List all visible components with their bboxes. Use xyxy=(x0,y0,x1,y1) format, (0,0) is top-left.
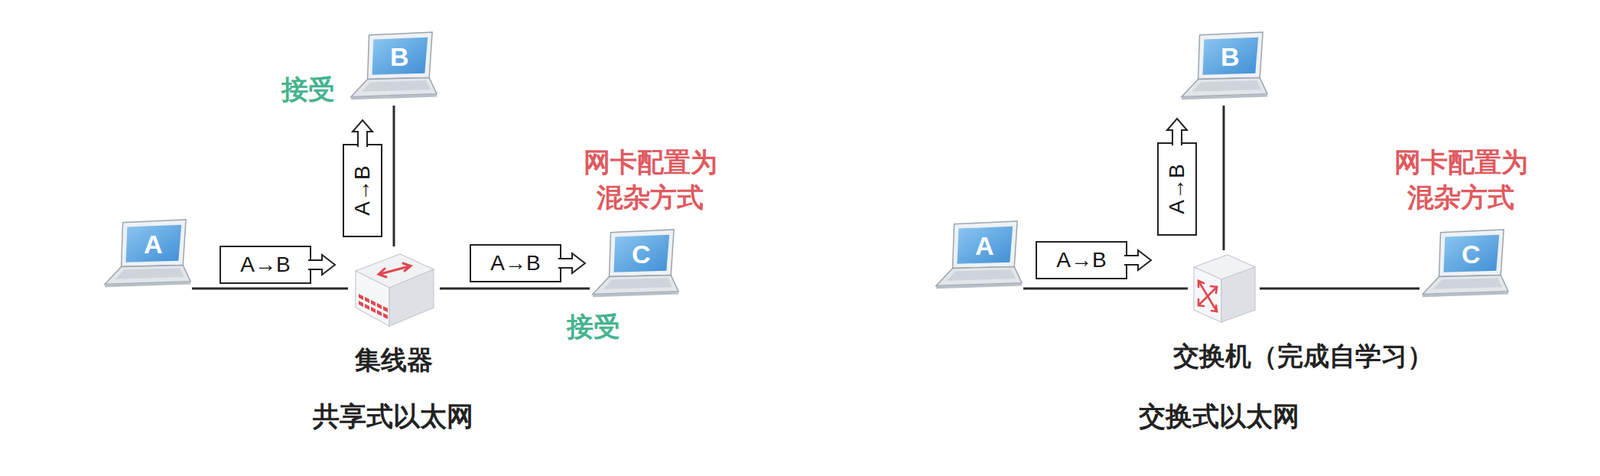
network-caption: 共享式以太网 xyxy=(312,398,474,434)
packet-text: A→B xyxy=(240,253,290,277)
frame-packet: A→B xyxy=(1035,240,1128,280)
frame-packet: A→B xyxy=(219,245,312,284)
device-label: 交换机（完成自学习） xyxy=(1173,340,1434,372)
laptop-node: B xyxy=(347,32,439,106)
network-cable xyxy=(1023,287,1188,290)
host-letter: A xyxy=(143,230,163,257)
frame-packet: A→B xyxy=(1157,142,1197,236)
network-cable xyxy=(439,287,590,290)
frame-packet: A→B xyxy=(342,143,383,238)
receive-label: 接受 xyxy=(281,71,335,108)
hub-icon xyxy=(347,246,440,331)
network-cable xyxy=(1259,287,1420,290)
laptop-node: B xyxy=(1178,32,1269,106)
packet-arrow-outline xyxy=(352,120,373,147)
promiscuous-note: 网卡配置为 混杂方式 xyxy=(1388,144,1534,215)
packet-arrow xyxy=(344,119,381,146)
host-letter: B xyxy=(390,43,410,70)
packet-arrow-outline xyxy=(308,254,335,275)
packet-arrow xyxy=(1158,117,1196,144)
host-letter: C xyxy=(631,240,651,267)
device-label: 集线器 xyxy=(354,344,433,376)
packet-arrow xyxy=(559,245,586,281)
hub-node: 集线器 xyxy=(347,246,440,331)
network-cable xyxy=(393,105,396,247)
packet-arrow-outline xyxy=(1124,250,1152,270)
promiscuous-note: 网卡配置为 混杂方式 xyxy=(578,144,723,215)
packet-arrow-outline xyxy=(1167,118,1187,146)
packet-text: A→B xyxy=(1165,163,1190,214)
packet-text: A→B xyxy=(490,251,540,276)
laptop-node: A xyxy=(933,221,1024,295)
network-cable xyxy=(1222,105,1226,251)
laptop-node: A xyxy=(101,219,192,293)
packet-arrow xyxy=(1125,242,1152,278)
packet-text: A→B xyxy=(1056,248,1106,273)
laptop-node: C xyxy=(1419,229,1510,303)
host-letter: B xyxy=(1220,43,1240,70)
receive-label: 接受 xyxy=(566,308,621,345)
packet-arrow-outline xyxy=(558,253,586,274)
laptop-node: C xyxy=(589,229,680,303)
frame-packet: A→B xyxy=(469,243,562,283)
switch-node: 交换机（完成自学习） xyxy=(1187,250,1260,327)
host-letter: C xyxy=(1461,240,1481,267)
network-cable xyxy=(191,287,348,290)
packet-text: A→B xyxy=(351,165,375,215)
network-caption: 交换式以太网 xyxy=(1138,398,1300,434)
host-letter: A xyxy=(975,232,995,259)
switch-icon xyxy=(1187,250,1260,327)
packet-arrow xyxy=(309,247,336,283)
